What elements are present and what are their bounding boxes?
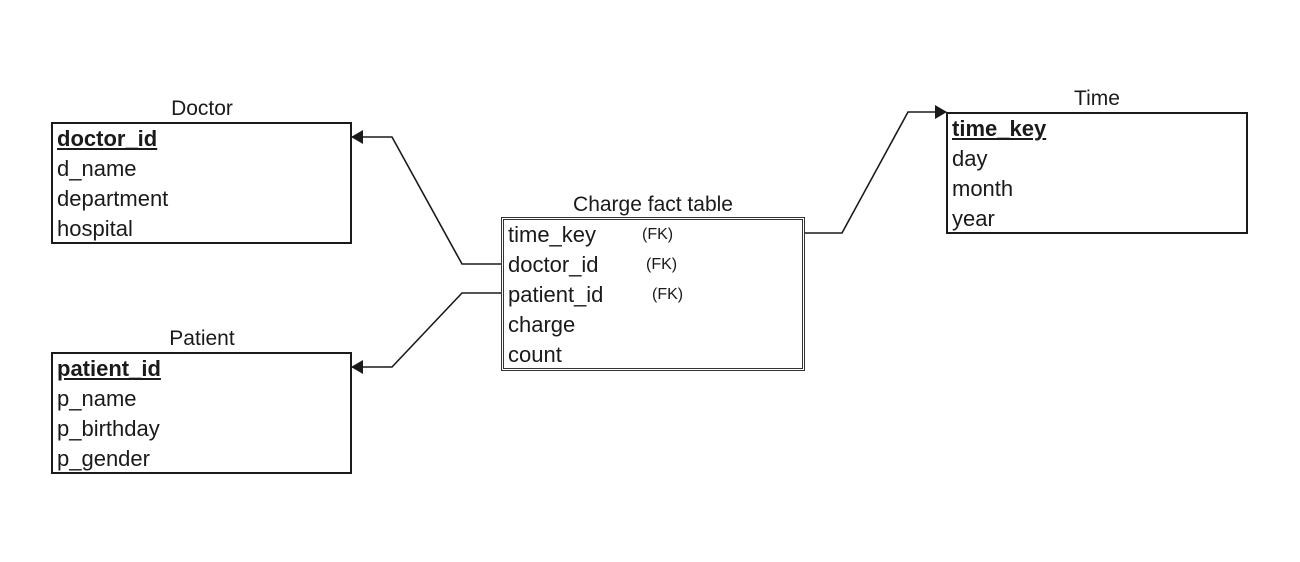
time-table[interactable]: time_key day month year [946,112,1248,234]
time-field: month [952,176,1014,201]
connector-patient [351,292,503,374]
fact-field-count: count [504,340,802,370]
patient-field: p_birthday [57,416,160,441]
patient-pk-field: patient_id [57,356,161,381]
fk-tag: (FK) [652,286,684,303]
fk-tag: (FK) [642,226,674,243]
doctor-pk-field: doctor_id [57,126,158,151]
patient-field: p_gender [57,446,150,471]
doctor-field: hospital [57,216,133,241]
patient-table-title: Patient [169,327,235,350]
doctor-field: department [57,186,169,211]
doctor-table[interactable]: doctor_id d_name department hospital [51,122,352,244]
connector-time [804,105,947,234]
fact-field-name: patient_id [508,282,604,307]
fk-tag: (FK) [646,256,678,273]
fact-field-name: count [508,342,562,367]
connector-doctor [351,130,503,265]
fact-table[interactable]: time_key (FK) doctor_id (FK) patient_id … [501,217,805,371]
patient-field: p_name [57,386,137,411]
time-pk-field: time_key [952,116,1047,141]
doctor-table-title: Doctor [171,97,233,120]
fact-field-doctor-id: doctor_id (FK) [504,250,802,280]
fact-field-patient-id: patient_id (FK) [504,280,802,310]
fact-field-name: doctor_id [508,252,599,277]
time-table-title: Time [1074,87,1120,110]
doctor-field: d_name [57,156,137,181]
fact-field-time-key: time_key (FK) [504,220,802,250]
fact-field-name: time_key [508,222,597,247]
time-field: year [952,206,995,231]
patient-table[interactable]: patient_id p_name p_birthday p_gender [51,352,352,474]
fact-field-charge: charge [504,310,802,340]
time-field: day [952,146,988,171]
fact-table-title: Charge fact table [573,193,733,216]
fact-field-name: charge [508,312,576,337]
